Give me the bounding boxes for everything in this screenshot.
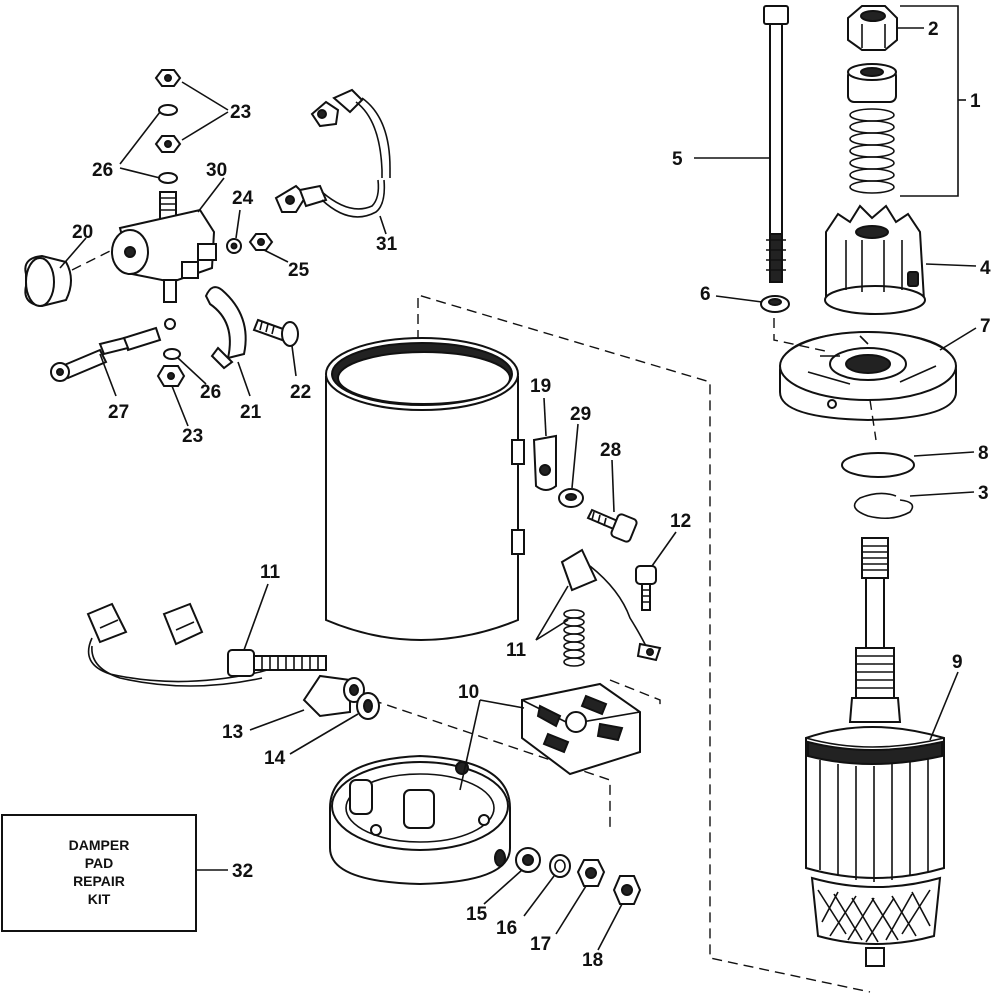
kit-box-32: DAMPER PAD REPAIR KIT xyxy=(1,814,197,932)
callout-27: 27 xyxy=(108,402,129,423)
part-washer-14 xyxy=(356,692,380,720)
callout-14: 14 xyxy=(264,748,286,769)
part-nut-23-mid xyxy=(154,135,182,153)
callout-15: 15 xyxy=(466,904,488,925)
part-retaining-ring-3 xyxy=(853,492,914,520)
callout-17: 17 xyxy=(530,934,551,955)
part-switch-30 xyxy=(111,191,217,303)
callout-29: 29 xyxy=(570,404,591,425)
callout-18: 18 xyxy=(582,950,603,971)
callout-21: 21 xyxy=(240,402,262,423)
part-lockwasher-16 xyxy=(549,854,571,878)
part-screw-22 xyxy=(252,318,299,347)
callout-25: 25 xyxy=(288,260,310,281)
callout-12: 12 xyxy=(670,511,691,532)
part-washer-15 xyxy=(515,847,541,873)
part-nut-2 xyxy=(847,5,898,51)
part-washer-6 xyxy=(760,295,790,313)
part-terminal-stud xyxy=(98,318,176,356)
callout-2: 2 xyxy=(928,19,939,40)
part-brush-lead-left xyxy=(86,602,327,687)
callout-23-top: 23 xyxy=(230,102,251,123)
callout-31: 31 xyxy=(376,234,398,255)
part-nut-23-top xyxy=(154,69,182,87)
kit-line-4: KIT xyxy=(88,891,111,907)
part-lockwasher-26-low xyxy=(163,348,181,360)
kit-line-2: PAD xyxy=(85,855,114,871)
part-lockwasher-26-top xyxy=(158,104,178,116)
callout-24: 24 xyxy=(232,188,254,209)
callout-22: 22 xyxy=(290,382,311,403)
part-collar xyxy=(847,63,897,103)
part-armature-9 xyxy=(805,537,945,967)
callout-30: 30 xyxy=(206,160,227,181)
part-cap-20 xyxy=(24,254,72,308)
alignment-lines xyxy=(371,294,877,993)
kit-line-1: DAMPER xyxy=(69,837,130,853)
callout-9: 9 xyxy=(952,652,963,673)
callout-7: 7 xyxy=(980,316,991,337)
callout-26-low: 26 xyxy=(200,382,221,403)
callout-8: 8 xyxy=(978,443,989,464)
part-brush-lead-right xyxy=(560,548,662,662)
callout-26-top: 26 xyxy=(92,160,113,181)
part-brush-spring xyxy=(563,609,585,667)
part-washer-29 xyxy=(558,488,584,508)
callout-numbers: 1 2 3 4 5 6 7 8 9 10 11 11 12 13 14 15 1… xyxy=(72,19,991,971)
part-commutator-end-frame xyxy=(329,754,511,886)
callout-19: 19 xyxy=(530,376,551,397)
part-lockwasher-26-mid xyxy=(158,172,178,184)
callout-5: 5 xyxy=(672,149,683,170)
callout-20: 20 xyxy=(72,222,93,243)
part-field-frame xyxy=(325,337,525,641)
callout-10: 10 xyxy=(458,682,479,703)
part-clip-19 xyxy=(532,434,557,491)
callout-23-low: 23 xyxy=(182,426,203,447)
part-bracket-21 xyxy=(204,286,247,370)
callout-16: 16 xyxy=(496,918,517,939)
callout-1: 1 xyxy=(970,91,981,112)
part-bolt-27 xyxy=(50,348,108,382)
part-thrust-washer-8 xyxy=(841,452,915,478)
part-nut-17 xyxy=(576,859,606,887)
part-end-frame-7 xyxy=(779,330,957,422)
callout-3: 3 xyxy=(978,483,989,504)
callout-6: 6 xyxy=(700,284,711,305)
part-spring xyxy=(849,108,895,194)
part-screw-12 xyxy=(635,565,657,611)
part-washer-24 xyxy=(226,238,242,254)
part-nut-25 xyxy=(248,233,274,251)
part-insulator-13 xyxy=(302,674,365,718)
callout-28: 28 xyxy=(600,440,621,461)
callout-11-right: 11 xyxy=(506,640,527,661)
callout-32: 32 xyxy=(232,861,253,882)
part-through-bolt-5 xyxy=(763,5,789,283)
leader-lines xyxy=(59,5,977,951)
part-cable-31 xyxy=(274,88,391,218)
callout-11-left: 11 xyxy=(260,562,281,583)
part-nut-18 xyxy=(612,875,642,905)
callout-13: 13 xyxy=(222,722,243,743)
part-screw-28 xyxy=(586,508,638,543)
part-nut-23-low xyxy=(156,365,186,387)
part-brush-holder-10 xyxy=(521,682,641,776)
kit-line-3: REPAIR xyxy=(73,873,125,889)
callout-4: 4 xyxy=(980,258,991,279)
part-drive-pinion-4 xyxy=(824,204,926,315)
